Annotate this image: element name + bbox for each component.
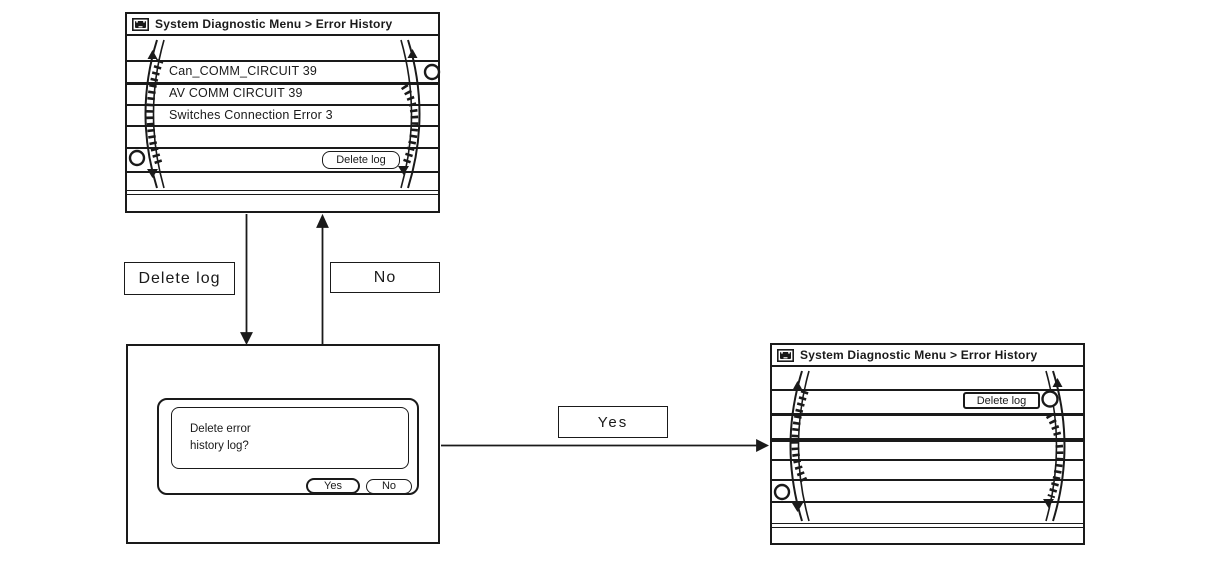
row-divider xyxy=(772,501,1083,503)
dial-ticks xyxy=(146,58,164,166)
dialog-message-box: Delete error history log? xyxy=(171,407,409,469)
screen-title: System Diagnostic Menu > Error History xyxy=(800,348,1038,362)
dial-edge-left xyxy=(128,39,165,189)
cursor-knob xyxy=(128,149,146,167)
transition-label-no: No xyxy=(330,262,440,293)
delete-log-button[interactable]: Delete log xyxy=(322,151,400,169)
dial-edge-right xyxy=(1041,370,1066,522)
arrowhead-up-icon xyxy=(316,213,329,228)
transition-label-delete-log: Delete log xyxy=(124,262,235,295)
dialog-message-line2: history log? xyxy=(190,440,249,452)
row-divider xyxy=(772,413,1083,416)
scroll-down-icon[interactable] xyxy=(1043,499,1054,508)
error-list-item[interactable]: Switches Connection Error 3 xyxy=(169,107,333,122)
delete-log-button[interactable]: Delete log xyxy=(963,392,1040,409)
confirm-dialog-screen: Delete error history log? Yes No xyxy=(126,344,440,544)
row-divider xyxy=(127,104,438,106)
screen-title: System Diagnostic Menu > Error History xyxy=(155,17,393,31)
row-divider xyxy=(772,459,1083,461)
scroll-up-icon[interactable] xyxy=(407,49,418,58)
dial-ticks xyxy=(400,83,419,166)
diagnostic-menu-icon xyxy=(777,348,794,362)
error-list-item[interactable]: AV COMM CIRCUIT 39 xyxy=(169,86,303,100)
dial-edge-left xyxy=(773,370,810,522)
screen-body: Can_COMM_CIRCUIT 39 AV COMM CIRCUIT 39 S… xyxy=(127,38,441,190)
dial-ticks xyxy=(1045,412,1064,499)
delete-confirm-dialog: Delete error history log? Yes No xyxy=(157,398,419,495)
dialog-message: Delete error history log? xyxy=(190,421,251,455)
arrowhead-down-icon xyxy=(240,332,253,346)
row-divider xyxy=(127,171,438,173)
title-bar: System Diagnostic Menu > Error History xyxy=(772,345,1083,367)
cursor-knob xyxy=(773,483,791,501)
error-history-cleared-screen: System Diagnostic Menu > Error History D… xyxy=(770,343,1085,545)
screen-footer-divider xyxy=(772,523,1083,528)
dial-ticks xyxy=(791,389,809,483)
error-history-screen: System Diagnostic Menu > Error History C… xyxy=(125,12,441,213)
scroll-up-icon[interactable] xyxy=(147,50,158,59)
transition-label-yes: Yes xyxy=(558,406,668,438)
cursor-knob xyxy=(423,63,441,81)
no-button[interactable]: No xyxy=(366,478,412,494)
row-divider xyxy=(772,479,1083,481)
scroll-down-icon[interactable] xyxy=(147,169,158,178)
scroll-up-icon[interactable] xyxy=(1052,378,1063,387)
row-divider xyxy=(127,60,438,63)
yes-button[interactable]: Yes xyxy=(306,478,360,494)
row-divider-selected xyxy=(772,438,1083,442)
scroll-up-icon[interactable] xyxy=(792,381,803,390)
title-bar: System Diagnostic Menu > Error History xyxy=(127,14,438,36)
diagnostic-menu-icon xyxy=(132,17,149,31)
row-divider-selected xyxy=(127,82,438,86)
screen-footer-divider xyxy=(127,190,438,195)
scroll-down-icon[interactable] xyxy=(792,503,803,512)
screen-body: Delete log xyxy=(772,369,1083,523)
row-divider xyxy=(127,125,438,127)
arrowhead-right-icon xyxy=(756,439,770,452)
row-divider xyxy=(772,389,1083,391)
row-divider xyxy=(127,147,438,149)
scroll-down-icon[interactable] xyxy=(398,166,409,175)
dial-edge-right xyxy=(398,39,441,189)
cursor-knob xyxy=(1041,390,1059,408)
dialog-message-line1: Delete error xyxy=(190,423,251,435)
error-list-item[interactable]: Can_COMM_CIRCUIT 39 xyxy=(169,64,318,78)
